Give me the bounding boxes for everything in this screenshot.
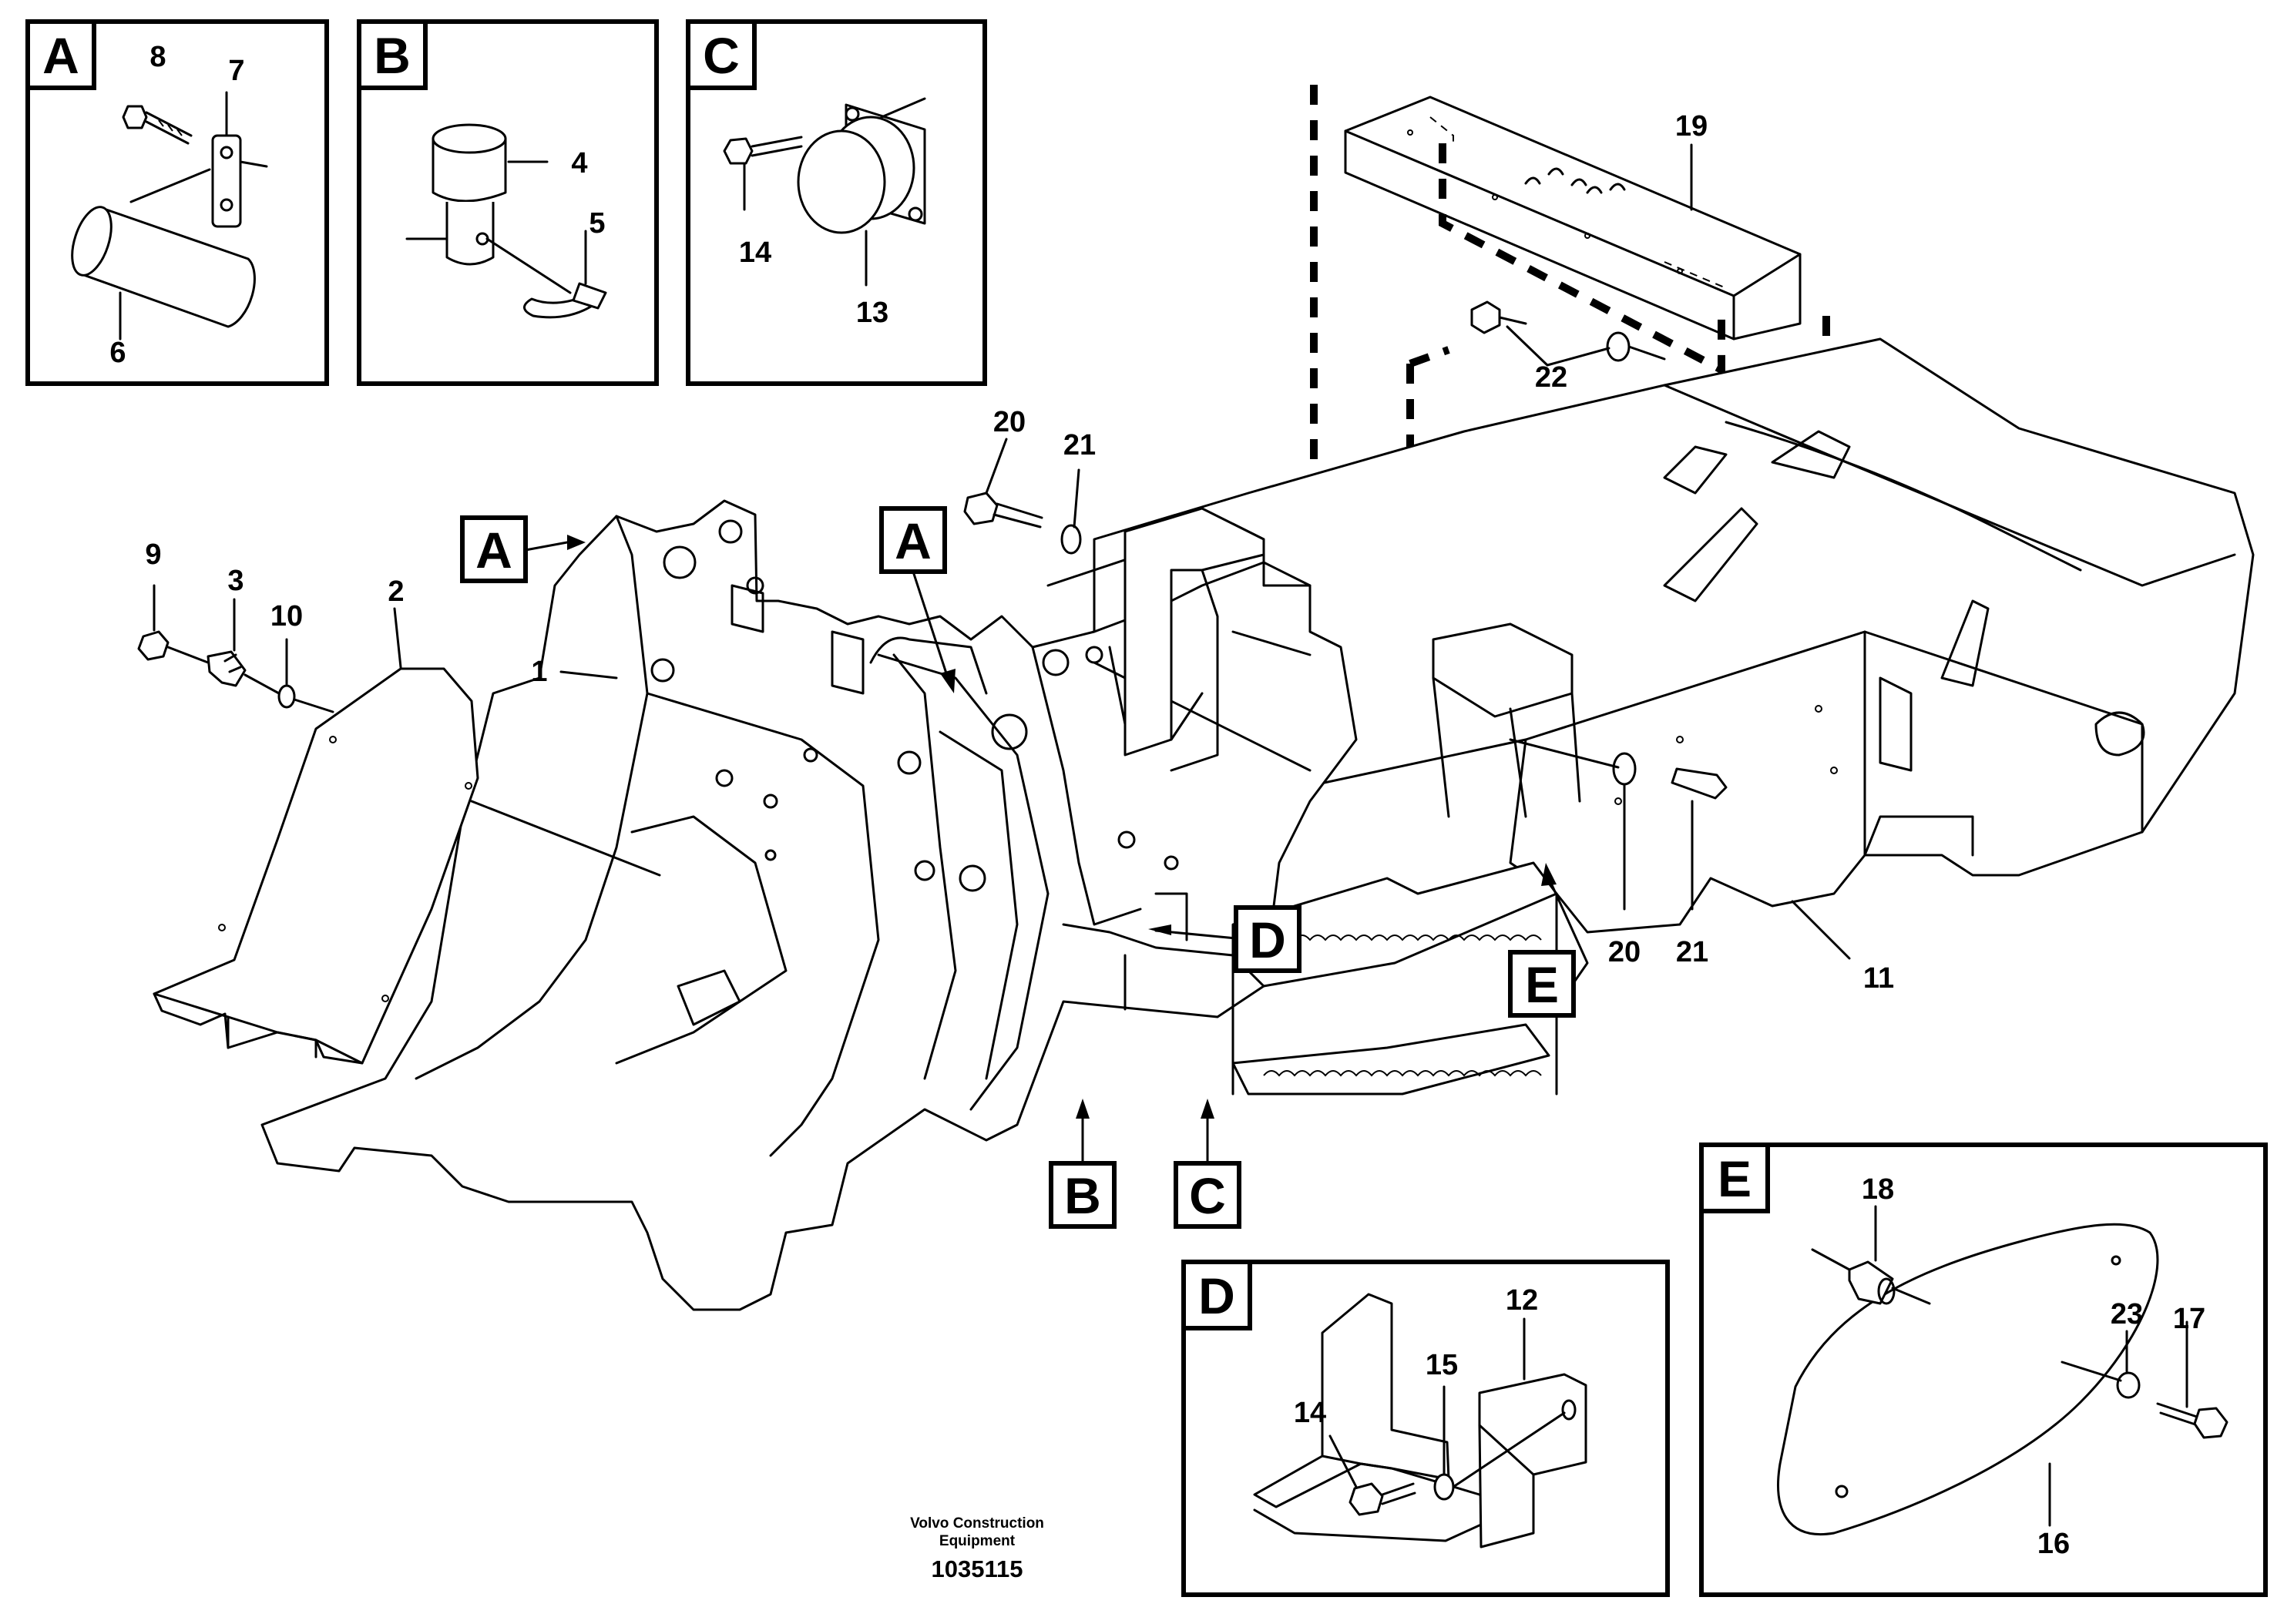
- callout-18: 18: [1862, 1173, 1894, 1206]
- inset-d-letter: D: [1198, 1267, 1235, 1324]
- main-callouts: A A D E B C: [460, 506, 1589, 1229]
- callout-3: 3: [227, 565, 244, 597]
- inset-a: A 8 7 6: [25, 19, 329, 386]
- pin-4: [405, 123, 549, 266]
- lynch-pin-5: [485, 230, 607, 319]
- washer-23-bolt-17: [2061, 1320, 2229, 1439]
- inset-b: B 4 5: [357, 19, 659, 386]
- inset-e-tag: [1699, 1143, 1770, 1213]
- callout-21-rear: 21: [1676, 936, 1708, 968]
- inset-d: D 12 15 14: [1181, 1260, 1670, 1597]
- callout-11: 11: [1863, 962, 1894, 995]
- callout-box-a1: [460, 515, 528, 583]
- bracket-under-guard: [1432, 622, 1581, 818]
- upper-bracket: [1123, 507, 1312, 772]
- inset-a-tag: [25, 19, 96, 90]
- callout-box-e-letter: E: [1525, 956, 1559, 1013]
- main-part-numbers: 1 2 3 9 10 11 19 20 21 22 20 21: [145, 110, 1894, 995]
- callout-22: 22: [1535, 361, 1567, 394]
- callout-17: 17: [2173, 1303, 2205, 1335]
- bolt-14-inset-d: [1328, 1317, 1566, 1516]
- callout-box-b-letter: B: [1064, 1167, 1101, 1224]
- inset-e: E 18 23 17 16: [1699, 1143, 2268, 1597]
- callout-box-a2-letter: A: [895, 512, 932, 569]
- bolt-8: [122, 105, 193, 145]
- callout-7: 7: [228, 55, 244, 87]
- fasteners-9-3-10: [137, 584, 402, 713]
- callout-1: 1: [531, 656, 547, 688]
- callout-9: 9: [145, 539, 161, 571]
- callout-5: 5: [589, 207, 605, 240]
- inset-e-letter: E: [1718, 1150, 1752, 1207]
- callout-16: 16: [2037, 1528, 2070, 1560]
- credit-line-1: Volvo Construction: [910, 1515, 1044, 1532]
- callout-box-a1-letter: A: [475, 522, 512, 579]
- drawing-number: 1035115: [932, 1555, 1023, 1582]
- inset-d-tag: [1181, 1260, 1252, 1330]
- callout-box-c: [1174, 1161, 1241, 1229]
- footer: Volvo Construction Equipment 1035115: [910, 1515, 1044, 1582]
- callout-box-d-letter: D: [1249, 911, 1286, 968]
- rear-frame-11: [1093, 337, 2255, 934]
- cover-plate-2: [153, 667, 661, 1065]
- callout-21-top: 21: [1063, 429, 1096, 461]
- plate-7: [211, 91, 268, 228]
- inset-c-tag: [686, 19, 757, 90]
- inset-d-frame: [1181, 1260, 1670, 1597]
- bolt-20-21-top: [963, 438, 1082, 555]
- callout-19: 19: [1675, 110, 1708, 143]
- callout-20-rear: 20: [1608, 936, 1641, 968]
- callout-10: 10: [270, 600, 303, 632]
- callout-8: 8: [149, 41, 166, 73]
- guard-19: [1344, 96, 1802, 341]
- callout-14-inset-c: 14: [739, 237, 771, 269]
- bolt-14-inset-c: [723, 136, 803, 211]
- nuts-22: [1470, 300, 1666, 367]
- callout-14-inset-d: 14: [1294, 1397, 1326, 1429]
- inset-c-letter: C: [703, 27, 740, 84]
- callout-13: 13: [856, 297, 888, 329]
- callout-box-b: [1049, 1161, 1117, 1229]
- inset-b-tag: [357, 19, 428, 90]
- pin-6: [71, 168, 256, 341]
- callout-4: 4: [571, 147, 587, 180]
- front-frame-1: [260, 499, 1358, 1311]
- spacer-18: [1811, 1205, 1931, 1305]
- inset-b-letter: B: [374, 27, 411, 84]
- credit-line-2: Equipment: [939, 1533, 1016, 1549]
- callout-box-d: [1234, 905, 1302, 973]
- callout-2: 2: [388, 575, 404, 608]
- callout-20-top: 20: [993, 406, 1026, 438]
- inset-c: C 14 13: [686, 19, 987, 386]
- callout-box-c-letter: C: [1189, 1167, 1226, 1224]
- callout-15: 15: [1426, 1349, 1458, 1381]
- callout-12: 12: [1506, 1284, 1538, 1317]
- bolt-20-21-rear: [1509, 738, 1728, 911]
- callout-23: 23: [2111, 1298, 2143, 1330]
- inset-a-letter: A: [42, 27, 79, 84]
- callout-6: 6: [109, 337, 126, 369]
- cap-13: [797, 97, 926, 287]
